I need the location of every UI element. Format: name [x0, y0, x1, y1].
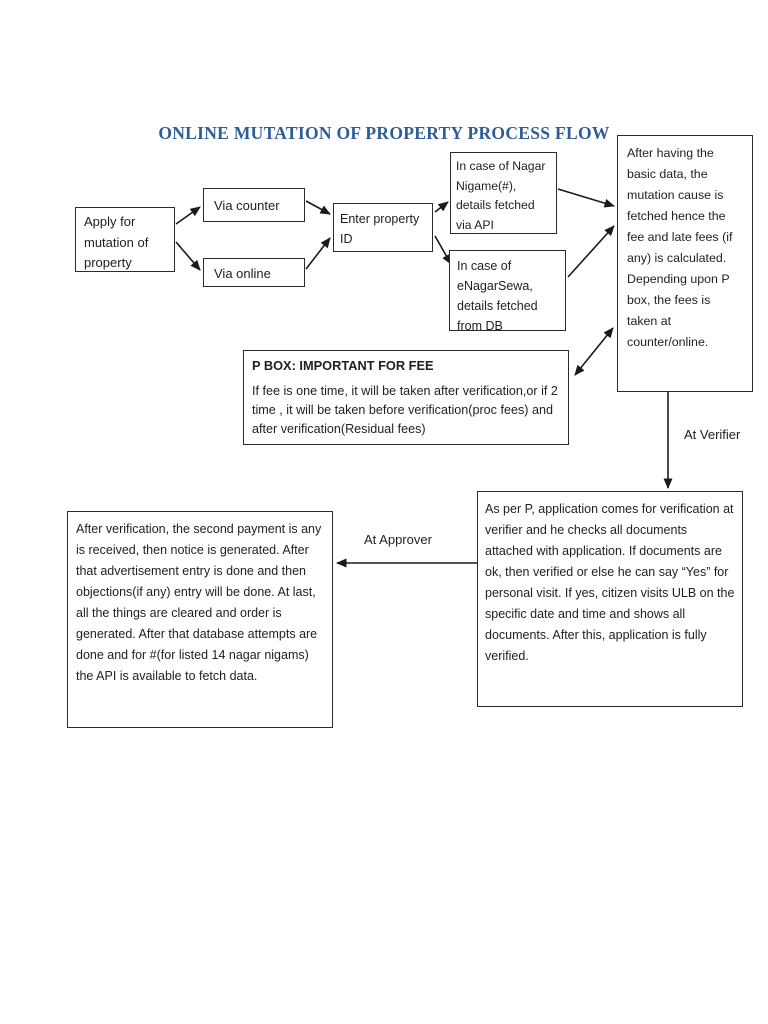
arrow-via-online-to-enter-id — [305, 237, 331, 270]
node-fee-calculation: After having the basic data, the mutatio… — [617, 135, 753, 392]
arrow-apply-to-via-counter — [175, 206, 201, 225]
node-nagar-nigame: In case of Nagar Nigame(#), details fetc… — [450, 152, 557, 234]
label-at-verifier: At Verifier — [684, 427, 741, 442]
node-verifier: As per P, application comes for verifica… — [477, 491, 743, 707]
node-enter-property-id: Enter property ID — [333, 203, 433, 252]
node-p-box: P BOX: IMPORTANT FOR FEE If fee is one t… — [243, 350, 569, 445]
arrow-apply-to-via-online — [175, 241, 201, 271]
arrow-enagarsewa-to-fee — [567, 225, 615, 278]
arrow-nagar-to-fee — [557, 188, 615, 208]
node-via-counter: Via counter — [203, 188, 305, 222]
arrow-enter-id-to-nagar — [434, 201, 449, 213]
page-title: ONLINE MUTATION OF PROPERTY PROCESS FLOW — [158, 123, 610, 143]
label-at-approver: At Approver — [364, 532, 432, 547]
arrow-via-counter-to-enter-id — [305, 200, 331, 215]
arrow-pbox-fee-bidirectional — [574, 327, 614, 376]
node-enagarsewa: In case of eNagarSewa, details fetched f… — [449, 250, 566, 333]
p-box-heading: P BOX: IMPORTANT FOR FEE — [252, 358, 434, 373]
node-via-online: Via online — [203, 258, 305, 287]
node-apply: Apply for mutation of property — [75, 207, 175, 272]
p-box-body: If fee is one time, it will be taken aft… — [252, 384, 558, 436]
node-approver: After verification, the second payment i… — [67, 511, 333, 728]
